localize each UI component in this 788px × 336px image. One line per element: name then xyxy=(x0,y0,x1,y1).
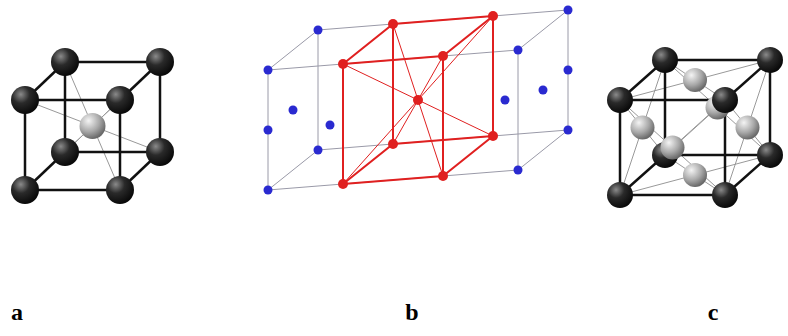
bcc-cell xyxy=(11,48,174,204)
fcc-cell xyxy=(607,47,783,208)
bct-cell xyxy=(264,6,573,195)
panel-label: b xyxy=(405,300,418,324)
panel-label: a xyxy=(11,300,23,324)
panel-label: c xyxy=(708,300,719,324)
